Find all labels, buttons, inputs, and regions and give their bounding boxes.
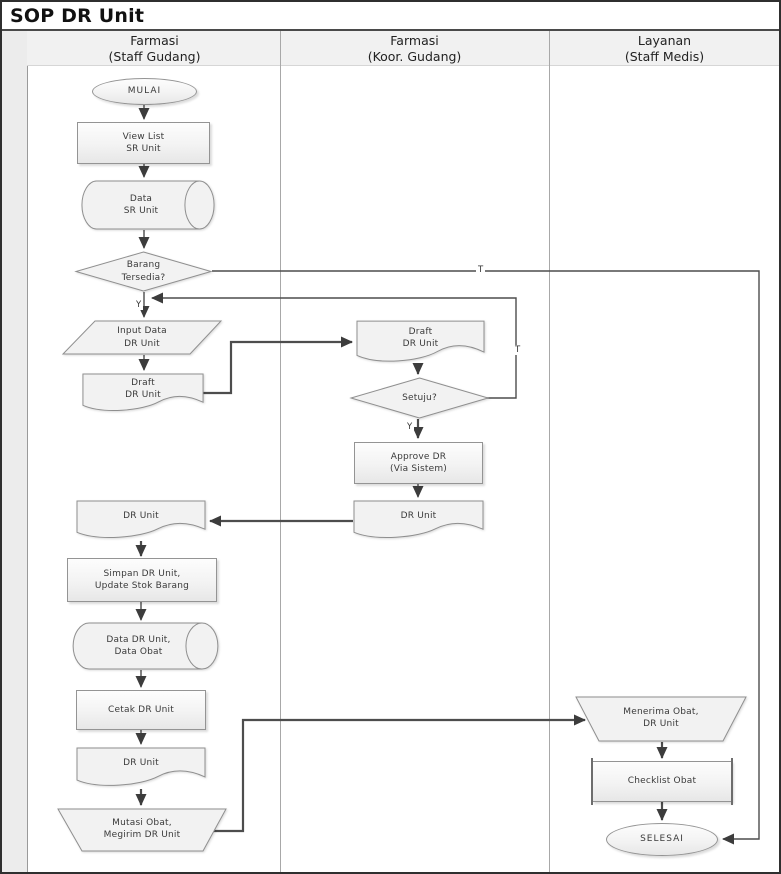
document-shape [76, 500, 206, 541]
title-bar: SOP DR Unit [2, 2, 779, 31]
node-label: View List SR Unit [122, 131, 165, 154]
node-process-simpan-dr-unit: Simpan DR Unit, Update Stok Barang [67, 558, 217, 602]
lane-title: Layanan [637, 32, 692, 48]
connector-barang-no-selesai [212, 270, 760, 845]
node-subprocess-checklist-obat: Checklist Obat [591, 758, 733, 805]
branch-label-barang-no: T [476, 265, 486, 275]
branch-label-setuju-yes: Y [405, 422, 415, 432]
phase-strip [2, 31, 28, 872]
branch-label-setuju-no: T [513, 345, 523, 355]
node-label: SELESAI [640, 834, 684, 845]
node-label: Barang Tersedia? [121, 260, 166, 283]
node-label: Input Data DR Unit [117, 326, 167, 349]
node-label: Checklist Obat [627, 776, 697, 787]
node-document-draft-dr-unit-koor: Draft DR Unit [356, 320, 485, 365]
node-label: MULAI [127, 86, 162, 97]
decision-shape [75, 251, 212, 292]
branch-label-barang-yes: Y [134, 300, 144, 310]
node-input-input-data-dr-unit: Input Data DR Unit [62, 320, 222, 355]
node-label: Draft DR Unit [402, 326, 439, 349]
node-label: Simpan DR Unit, Update Stok Barang [94, 568, 190, 591]
lane-title: Farmasi [390, 32, 439, 48]
node-label: Setuju? [402, 392, 437, 403]
lane-header-farmasi-staff-gudang: Farmasi (Staff Gudang) [29, 33, 280, 65]
connector-draftstaff-draftkoor [203, 336, 353, 395]
lane-header-layanan-staff-medis: Layanan (Staff Medis) [549, 32, 779, 65]
node-document-dr-unit-koor: DR Unit [353, 500, 484, 541]
node-label: DR Unit [400, 510, 437, 521]
node-document-dr-unit-staff: DR Unit [76, 500, 206, 541]
node-decision-setuju: Setuju? [350, 377, 489, 419]
lane-divider-1 [280, 31, 281, 872]
lane-subtitle: (Staff Gudang) [108, 49, 201, 64]
node-label: Approve DR (Via Sistem) [390, 451, 447, 474]
node-database-data-sr-unit: Data SR Unit [80, 180, 216, 230]
page-title: SOP DR Unit [10, 4, 145, 27]
manual-operation-shape [57, 808, 227, 852]
node-start-mulai: MULAI [92, 78, 197, 105]
node-database-data-dr-unit-data-obat: Data DR Unit, Data Obat [71, 622, 220, 670]
node-label: Menerima Obat, DR Unit [623, 706, 699, 729]
lane-subtitle: (Koor. Gudang) [367, 49, 462, 64]
database-shape [80, 180, 216, 230]
node-label: DR Unit [123, 510, 159, 521]
node-process-cetak-dr-unit: Cetak DR Unit [76, 690, 206, 730]
subprocess-bar-right [731, 758, 733, 805]
subprocess-bar-left [591, 758, 593, 805]
node-label: Mutasi Obat, Megirim DR Unit [103, 817, 181, 840]
node-label: Data DR Unit, Data Obat [106, 634, 171, 657]
node-label: Draft DR Unit [125, 377, 161, 400]
node-label: DR Unit [123, 758, 159, 769]
node-manual-mutasi-obat: Mutasi Obat, Megirim DR Unit [57, 808, 227, 852]
node-process-approve-dr: Approve DR (Via Sistem) [354, 442, 483, 484]
node-label: Cetak DR Unit [108, 704, 174, 715]
lane-divider-2 [549, 31, 550, 872]
lane-header-band [27, 31, 779, 66]
node-process-view-list-sr-unit: View List SR Unit [77, 122, 210, 164]
node-decision-barang-tersedia: Barang Tersedia? [75, 251, 212, 292]
lane-header-farmasi-koor-gudang: Farmasi (Koor. Gudang) [280, 33, 549, 65]
node-document-draft-dr-unit-staff: Draft DR Unit [82, 373, 204, 414]
lane-subtitle: (Staff Medis) [624, 49, 705, 64]
node-manual-menerima-obat: Menerima Obat, DR Unit [575, 696, 747, 742]
connector-mutasi-menerima [213, 714, 586, 833]
lane-title: Farmasi [130, 32, 179, 48]
node-label: Data SR Unit [123, 193, 159, 216]
node-document-dr-unit-print: DR Unit [76, 747, 206, 789]
document-shape [76, 747, 206, 789]
node-end-selesai: SELESAI [606, 823, 718, 856]
